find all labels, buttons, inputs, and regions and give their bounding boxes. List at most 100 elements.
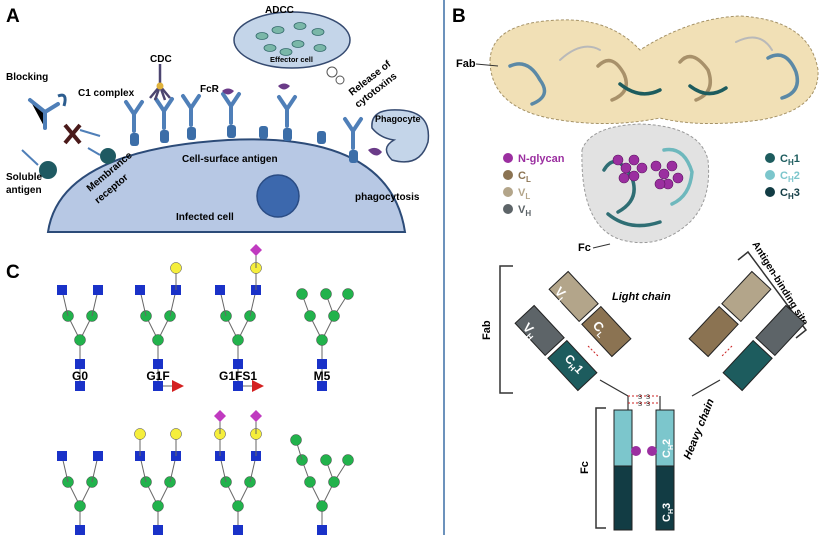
mannose-icon — [304, 476, 316, 488]
left-light-chain — [548, 270, 632, 358]
glycan-dot-left — [631, 446, 641, 456]
right-ch3-domain — [655, 465, 675, 531]
legend-label: VL — [518, 187, 530, 201]
ss-mark-1: S — [638, 395, 642, 401]
glcnac-icon — [233, 525, 243, 535]
n-glycan-spheres — [612, 154, 684, 190]
mannose-icon — [290, 434, 302, 446]
infected-cell-label: Infected cell — [176, 212, 234, 223]
glcnac-icon — [153, 381, 163, 391]
blocking-label: Blocking — [6, 72, 48, 83]
fc-label: Fc — [578, 242, 591, 254]
ch3-domain-label: CH3 — [661, 503, 675, 522]
cdc-label: CDC — [150, 54, 172, 65]
glycan-M6: M6 — [290, 434, 354, 535]
right-heavy-fab — [722, 304, 806, 392]
c1-complex-icon — [149, 64, 171, 101]
right-light-chain — [688, 270, 772, 358]
glycan-G1F: G1F — [135, 262, 184, 392]
lc-disulfide-left — [587, 345, 599, 357]
panel-a-label: A — [6, 6, 20, 27]
legend-label: CH1 — [780, 153, 800, 167]
ss-mark-4: S — [646, 402, 650, 408]
phagocyte-label: Phagocyte — [375, 114, 421, 124]
glycan-dot-right — [647, 446, 657, 456]
glcnac-icon — [317, 525, 327, 535]
glcnac-icon — [233, 359, 243, 369]
sialic-acid-icon — [214, 410, 226, 422]
soluble-antigen-shape — [39, 161, 57, 179]
fcr-receptor-2 — [278, 83, 290, 90]
fab-region — [489, 15, 819, 125]
fcr-label: FcR — [200, 84, 220, 95]
cell-antibodies — [124, 92, 363, 150]
galactose-icon — [170, 262, 182, 274]
glcnac-icon — [75, 525, 85, 535]
sialic-acid-icon — [250, 410, 262, 422]
mannose-icon — [316, 334, 328, 346]
cytotoxin-bubble — [326, 66, 338, 78]
glycan-G1FS1: G1FS1 — [215, 244, 264, 392]
mannose-icon — [74, 500, 86, 512]
glcnac-icon — [135, 285, 145, 295]
sialic-acid-icon — [250, 244, 262, 256]
glcnac-icon — [57, 285, 67, 295]
cell-nucleus — [256, 174, 300, 218]
left-heavy-fab — [514, 304, 598, 392]
mannose-icon — [74, 334, 86, 346]
legend-label: VH — [518, 204, 531, 218]
fab-label: Fab — [456, 58, 476, 70]
glycan-label: M5 — [314, 369, 331, 383]
cytotoxin-bubble-2 — [335, 75, 345, 85]
fucose-icon — [252, 380, 264, 392]
mannose-icon — [320, 288, 332, 300]
glcnac-icon — [215, 285, 225, 295]
mannose-icon — [232, 500, 244, 512]
legend-swatch — [503, 204, 513, 214]
glycan-G0: G0 — [57, 285, 103, 391]
infected-cell — [46, 138, 407, 233]
glycan-structures: G0 G1F G1FS1 M5G0F G2F G2FS2 M6 — [57, 244, 354, 535]
legend-swatch — [765, 187, 775, 197]
glycan-G2F: G2F — [134, 428, 182, 535]
glycan-label: G1FS1 — [219, 369, 257, 383]
galactose-icon — [134, 428, 146, 440]
legend-swatch — [503, 170, 513, 180]
phagocyte-fcr — [368, 147, 382, 156]
block-cross-icon — [63, 123, 82, 145]
glycan-G0F: G0F — [57, 451, 103, 535]
mannose-icon — [152, 500, 164, 512]
legend-label: CH3 — [780, 187, 800, 201]
panel-c: C G0 G1F G1FS1 M5G0F G2F G2FS2 M6 — [6, 244, 354, 535]
light-chain-label: Light chain — [612, 291, 671, 303]
fab-bracket-label: Fab — [481, 320, 493, 340]
fc-region — [581, 123, 710, 244]
left-ch3-domain — [613, 465, 633, 531]
ch2-domain-label: CH2 — [661, 439, 675, 458]
glycan-label: G0 — [72, 369, 88, 383]
fucose-icon — [172, 380, 184, 392]
right-vl-domain — [721, 270, 772, 323]
glycan-G2FS2: G2FS2 — [214, 410, 262, 535]
glcnac-icon — [57, 451, 67, 461]
panel-c-label: C — [6, 262, 20, 283]
glcnac-icon — [317, 381, 327, 391]
mannose-icon — [316, 500, 328, 512]
panel-a: A — [6, 5, 430, 233]
glcnac-icon — [93, 451, 103, 461]
ss-mark-2: S — [646, 395, 650, 401]
right-cl-domain — [688, 305, 739, 358]
legend-label: CH2 — [780, 170, 800, 184]
mannose-icon — [328, 310, 340, 322]
effector-cell — [233, 11, 351, 69]
mannose-icon — [320, 454, 332, 466]
legend-swatch — [503, 187, 513, 197]
fcr-receptor — [222, 88, 234, 95]
membrane-antigens — [130, 125, 358, 163]
legend-swatch — [765, 153, 775, 163]
right-ch1-domain — [722, 339, 773, 392]
ss-mark-3: S — [638, 402, 642, 408]
